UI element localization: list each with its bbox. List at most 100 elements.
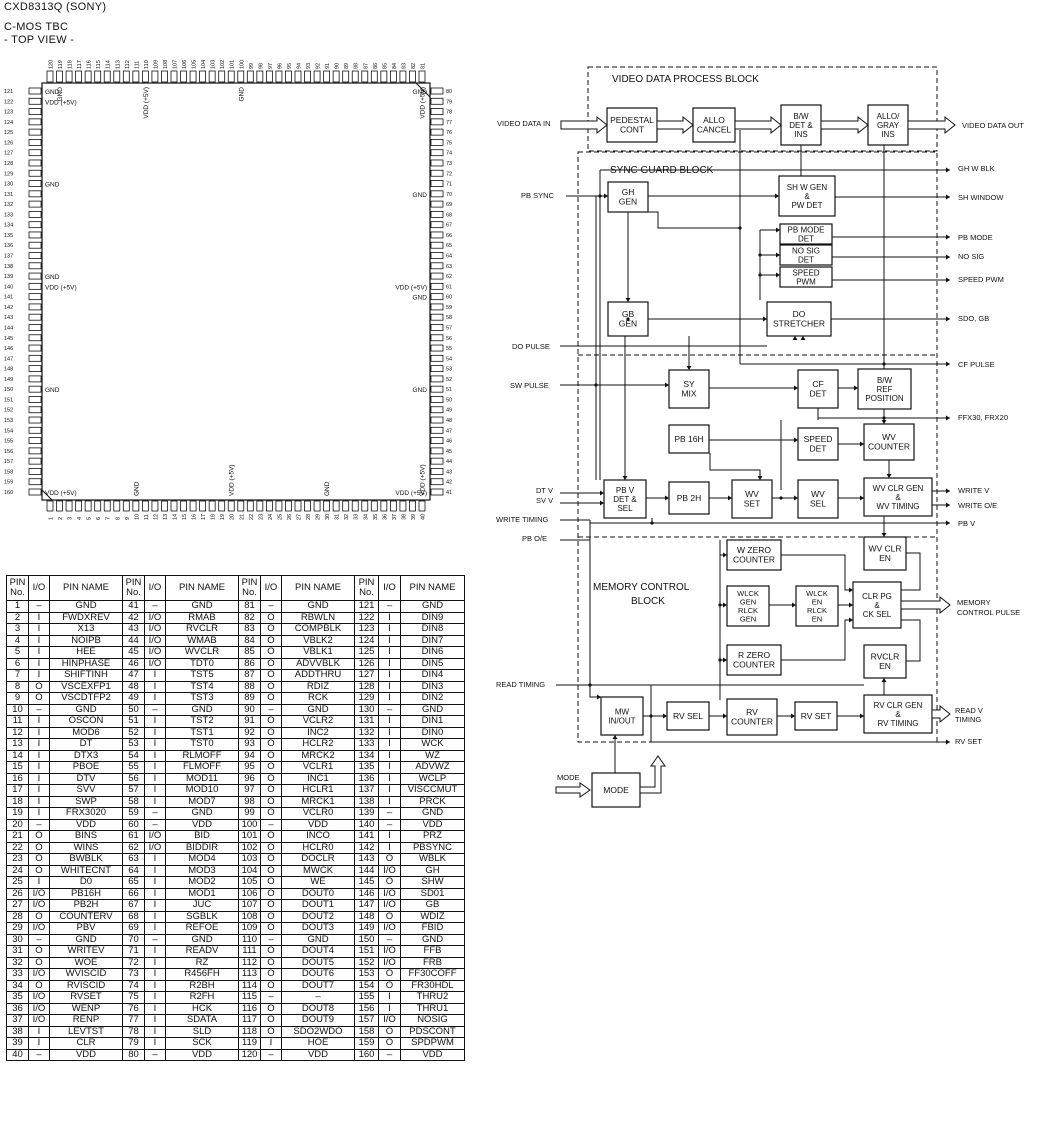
io-cell: O <box>260 887 282 900</box>
io-cell: – <box>144 933 166 946</box>
pin-number-cell: 135 <box>354 761 379 774</box>
pin-number-cell: 62 <box>122 841 145 854</box>
arrow-head <box>881 533 887 537</box>
pin-number-cell: 112 <box>238 956 261 969</box>
pin-lead <box>56 70 63 83</box>
pin-lead <box>294 70 302 83</box>
block-label: SEL <box>810 499 826 509</box>
pin-name-cell: MRCK1 <box>281 795 355 808</box>
pin-lead <box>418 70 426 83</box>
pin-number: 69 <box>446 202 452 208</box>
pin-number: 39 <box>411 514 417 520</box>
power-label: VDD (+5V) <box>420 87 427 119</box>
pin-number: 53 <box>446 367 452 373</box>
pin-number: 7 <box>106 517 112 520</box>
pin-number-cell: 3 <box>6 623 29 636</box>
pin-lead <box>46 500 54 512</box>
block-box <box>726 698 778 736</box>
output-signal-label: WRITE V <box>958 486 989 495</box>
io-cell: I <box>28 807 50 820</box>
pin-number: 28 <box>306 514 312 520</box>
io-cell: O <box>260 899 282 912</box>
pin-number: 68 <box>446 212 452 218</box>
pin-name-cell: VSCDTFP2 <box>49 692 123 705</box>
pin-lead <box>351 70 359 83</box>
io-cell: I/O <box>28 922 50 935</box>
pin-number-cell: 83 <box>238 623 261 636</box>
pin-lead <box>294 500 302 512</box>
pin-number: 51 <box>446 387 452 393</box>
pin-number: 20 <box>230 514 236 520</box>
io-cell: I <box>144 910 166 923</box>
pin-name-cell: TST0 <box>165 738 239 751</box>
pin-number: 26 <box>287 514 293 520</box>
pin-number-cell: 122 <box>354 611 379 624</box>
pin-number: 141 <box>4 295 13 301</box>
pin-number: 127 <box>4 151 13 157</box>
pin-number: 22 <box>249 514 255 520</box>
pin-name-cell: GH <box>400 864 465 877</box>
pin-number: 150 <box>4 387 13 393</box>
pin-number: 137 <box>4 254 13 260</box>
block-box <box>852 581 902 629</box>
pin-number-cell: 25 <box>6 876 29 889</box>
pin-name-cell: R456FH <box>165 968 239 981</box>
pin-lead <box>28 406 42 414</box>
pin-number: 57 <box>446 325 452 331</box>
pin-number: 5 <box>87 517 93 520</box>
io-cell: O <box>260 1014 282 1027</box>
pin-number: 63 <box>446 264 452 270</box>
block-label: COUNTER <box>733 555 775 565</box>
pin-number-cell: 113 <box>238 968 261 981</box>
output-signal-label: SH WINDOW <box>958 193 1004 202</box>
pin-lead <box>28 416 42 424</box>
pin-lead <box>28 149 42 157</box>
pin-lead <box>122 500 130 512</box>
pin1-chamfer <box>41 489 53 501</box>
pin-number-cell: 138 <box>354 795 379 808</box>
power-label: VDD (+5V) <box>45 490 77 497</box>
pin-number: 145 <box>4 336 13 342</box>
pin-lead <box>304 70 311 83</box>
pin-name-cell: DOCLR <box>281 853 355 866</box>
pin-name-cell: SHW <box>400 876 465 889</box>
pin-number-cell: 4 <box>6 634 29 647</box>
pin-name-cell: MOD11 <box>165 772 239 785</box>
pin-lead <box>113 500 121 512</box>
io-cell: O <box>260 830 282 843</box>
io-cell: O <box>260 968 282 981</box>
pin-lead <box>151 70 159 83</box>
io-cell: O <box>260 761 282 774</box>
power-label: VDD (+5V) <box>45 99 77 106</box>
arrow-head <box>792 602 796 608</box>
package-body <box>41 82 431 501</box>
pin-number: 30 <box>325 514 331 520</box>
pin-lead <box>342 70 350 83</box>
pin-name-cell: HOE <box>281 1037 355 1050</box>
pin-number-cell: 118 <box>238 1025 261 1038</box>
pin-number: 8 <box>115 517 121 520</box>
block-label: WV <box>745 489 759 499</box>
block-label: PW DET <box>791 201 822 210</box>
io-cell: O <box>260 979 282 992</box>
pin-name-cell: VDD <box>49 818 123 831</box>
block-box <box>863 644 907 679</box>
pin-number-cell: 139 <box>354 807 379 820</box>
pin-lead <box>430 293 444 301</box>
pin-lead <box>380 70 388 83</box>
io-cell: O <box>260 692 282 705</box>
io-cell: – <box>378 600 401 613</box>
pin-number-cell: 158 <box>354 1025 379 1038</box>
pin-name-cell: WOE <box>49 956 123 969</box>
pin-number: 118 <box>68 60 74 69</box>
pin-number-cell: 145 <box>354 876 379 889</box>
